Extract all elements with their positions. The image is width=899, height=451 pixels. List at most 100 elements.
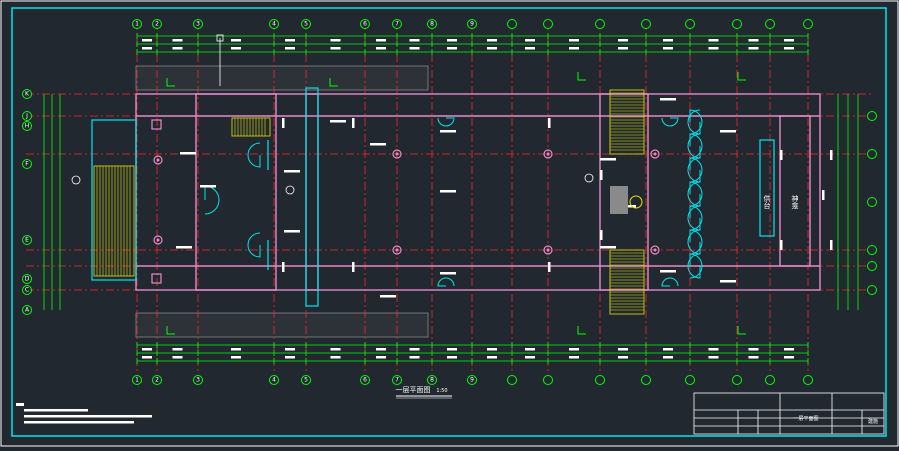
- axis-bubble-circle: [301, 375, 311, 385]
- axis-bubble-circle: [867, 245, 877, 255]
- axis-bubble-left: H: [22, 121, 32, 131]
- general-notes: [16, 403, 152, 424]
- dimension-text: [784, 348, 794, 351]
- elevation-symbol: [285, 185, 295, 195]
- axis-bubble-circle: [867, 285, 877, 295]
- axis-bubble-label: C: [25, 287, 29, 294]
- axis-bubble-circle: [641, 19, 651, 29]
- axis-bubble-label: 9: [470, 377, 474, 384]
- annotation-text: [720, 130, 736, 133]
- annotation-text: [284, 230, 300, 233]
- dimension-text: [784, 47, 794, 50]
- section-marker: [577, 326, 586, 335]
- axis-bubbles-right: [867, 111, 877, 295]
- axis-bubble-circle: [22, 285, 32, 295]
- wall-tag: [780, 240, 783, 250]
- axis-bubble-circle: [595, 19, 605, 29]
- door-swing: [661, 117, 679, 127]
- axis-bubble-label: 5: [304, 21, 308, 28]
- elevation-symbol: [584, 173, 594, 183]
- wall-tag: [282, 262, 285, 272]
- axis-bubble-right: [867, 261, 877, 271]
- dimension-text: [748, 348, 759, 351]
- drawing-title: 一层平面图: [396, 386, 431, 394]
- axis-bubble-bottom: 2: [152, 375, 162, 385]
- axis-bubble-circle: [392, 375, 402, 385]
- axis-bubble-top: 7: [392, 19, 402, 29]
- column: [153, 155, 163, 165]
- axis-bubble-label: 8: [430, 21, 434, 28]
- axis-bubble-label: 6: [363, 21, 367, 28]
- annotation-text: [200, 185, 216, 188]
- axis-bubble-bottom: [803, 375, 813, 385]
- axis-bubble-circle: [360, 375, 370, 385]
- axis-bubble-circle: [392, 19, 402, 29]
- axis-bubble-label: 6: [363, 377, 367, 384]
- axis-bubble-bottom: [765, 375, 775, 385]
- axis-bubble-circle: [765, 19, 775, 29]
- axis-bubble-label: 2: [155, 21, 159, 28]
- axis-bubble-right: [867, 285, 877, 295]
- axis-bubble-circle: [507, 375, 517, 385]
- axis-bubble-circle: [427, 19, 437, 29]
- dimension-text: [409, 348, 420, 351]
- dimension-text: [663, 39, 673, 42]
- axis-bubble-label: K: [25, 91, 30, 98]
- columns: [151, 119, 660, 284]
- dimension-text: [142, 47, 152, 50]
- dimension-text: [487, 39, 497, 42]
- wall-tag: [822, 190, 825, 200]
- axis-bubble-top: 9: [467, 19, 477, 29]
- axis-bubble-top: 8: [427, 19, 437, 29]
- annotation-text: [600, 158, 616, 161]
- axis-bubble-circle: [22, 305, 32, 315]
- axis-bubble-circle: [803, 375, 813, 385]
- axis-bubble-circle: [152, 375, 162, 385]
- axis-bubble-circle: [867, 197, 877, 207]
- axis-bubble-circle: [803, 19, 813, 29]
- column: [650, 149, 660, 159]
- axis-bubble-bottom: [595, 375, 605, 385]
- axis-bubble-label: 7: [395, 377, 399, 384]
- dimension-text: [231, 47, 241, 50]
- dimension-lines: [43, 33, 859, 364]
- section-marker: [166, 326, 175, 335]
- annotation-text: [380, 295, 396, 298]
- axis-bubble-label: 4: [272, 377, 276, 384]
- axis-bubble-right: [867, 111, 877, 121]
- axis-bubble-label: 4: [272, 21, 276, 28]
- axis-bubble-label: 5: [304, 377, 308, 384]
- walls: [135, 93, 821, 291]
- door-swing: [687, 253, 701, 279]
- column: [543, 245, 553, 255]
- dimension-text: [618, 356, 628, 359]
- axis-bubble-label: 1: [135, 21, 139, 28]
- axis-bubble-label: 3: [196, 377, 200, 384]
- column: [543, 149, 553, 159]
- partitions: [91, 87, 775, 307]
- dimension-text: [447, 356, 457, 359]
- wall-tag: [352, 262, 355, 272]
- axis-bubble-top: 6: [360, 19, 370, 29]
- dimension-text: [376, 47, 386, 50]
- dimension-text: [172, 47, 183, 50]
- axis-bubble-circle: [193, 19, 203, 29]
- dimension-text: [708, 47, 719, 50]
- dimension-text: [748, 39, 759, 42]
- axis-bubble-top: [685, 19, 695, 29]
- inner-frame: [11, 7, 887, 437]
- axis-bubble-circle: [467, 375, 477, 385]
- dimension-text: [784, 39, 794, 42]
- stairs: [93, 89, 645, 315]
- dimension-text: [447, 47, 457, 50]
- axis-bubble-top: [507, 19, 517, 29]
- axis-bubble-label: F: [25, 161, 29, 168]
- axis-bubble-circle: [152, 19, 162, 29]
- dimension-text: [663, 47, 673, 50]
- dimension-text: [569, 39, 579, 42]
- axis-bubble-left: A: [22, 305, 32, 315]
